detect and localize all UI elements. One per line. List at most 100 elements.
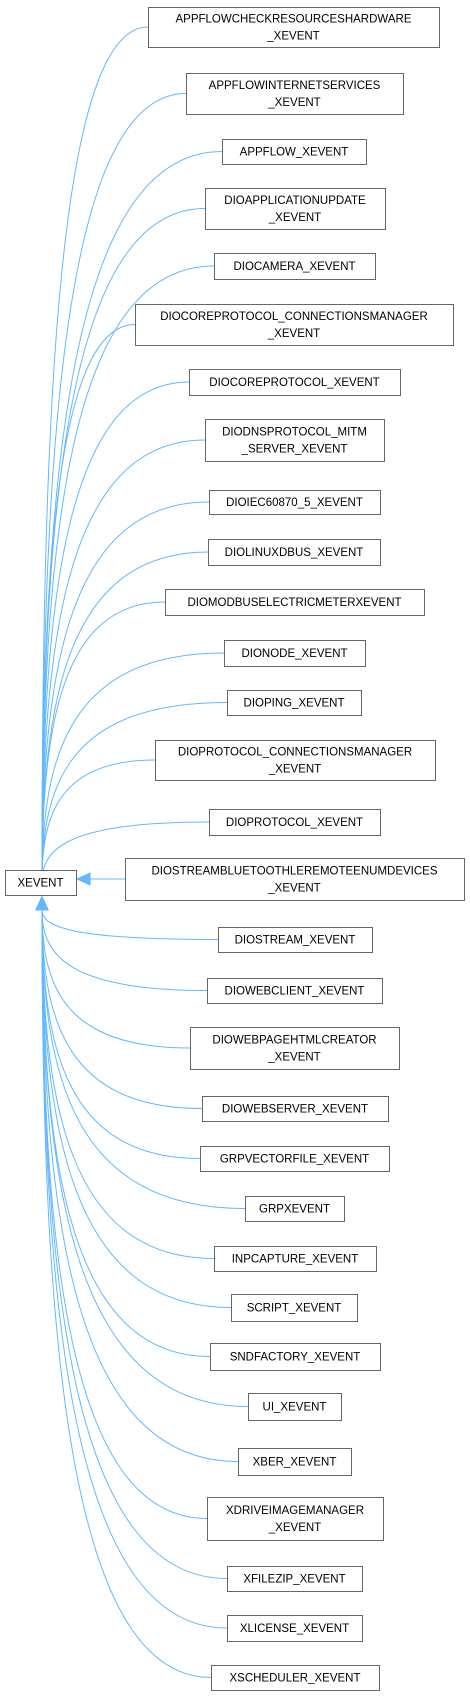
derived-class-label: UI_XEVENT (263, 1402, 327, 1414)
derived-class-label: XFILEZIP_XEVENT (243, 1574, 345, 1586)
derived-class-node[interactable]: DIOSTREAM_XEVENT (218, 927, 373, 953)
derived-class-label: DIOCOREPROTOCOL_CONNECTIONSMANAGER (160, 311, 428, 323)
derived-class-node[interactable]: APPFLOWINTERNETSERVICES _XEVENT (186, 73, 404, 115)
derived-class-node[interactable]: XBER_XEVENT (238, 1448, 352, 1476)
derived-class-node[interactable]: DIOLINUXDBUS_XEVENT (208, 539, 381, 566)
derived-class-node[interactable]: APPFLOWCHECKRESOURCESHARDWARE _XEVENT (148, 7, 440, 48)
derived-class-box (227, 1615, 363, 1642)
derived-class-node[interactable]: UI_XEVENT (248, 1393, 342, 1421)
derived-class-node[interactable]: DIONODE_XEVENT (224, 640, 366, 667)
derived-class-label: SCRIPT_XEVENT (247, 1303, 342, 1315)
derived-class-node[interactable]: DIOAPPLICATIONUPDATE _XEVENT (205, 188, 386, 230)
inheritance-edge (35, 26, 149, 897)
derived-class-box (248, 1393, 342, 1421)
derived-class-label: XBER_XEVENT (253, 1457, 337, 1469)
derived-class-node[interactable]: DIOWEBPAGEHTMLCREATOR_XEVENT (190, 1027, 400, 1070)
derived-class-label: GRPXEVENT (259, 1204, 330, 1216)
derived-class-label: SNDFACTORY_XEVENT (230, 1352, 361, 1364)
derived-class-node[interactable]: DIOCOREPROTOCOL_CONNECTIONSMANAGER _XEVEN… (135, 304, 454, 346)
derived-class-node[interactable]: XDRIVEIMAGEMANAGER _XEVENT (207, 1497, 384, 1541)
derived-class-label: DIOMODBUSELECTRICMETERXEVENT (187, 597, 401, 609)
derived-class-label: APPFLOWCHECKRESOURCESHARDWARE (176, 14, 412, 26)
derived-class-box (209, 809, 381, 836)
derived-class-box (214, 1246, 377, 1272)
inheritance-edge (35, 265, 215, 897)
derived-class-box (165, 589, 425, 616)
derived-class-label: _XEVENT (268, 212, 321, 224)
derived-class-box (227, 690, 362, 716)
derived-class-box (205, 188, 386, 230)
derived-class-node[interactable]: DIOPROTOCOL_CONNECTIONSMANAGER_XEVENT (155, 740, 436, 781)
derived-class-label: DIOCOREPROTOCOL_XEVENT (209, 377, 379, 389)
derived-class-label: DIOCAMERA_XEVENT (233, 261, 355, 273)
derived-class-node[interactable]: DIOCOREPROTOCOL_XEVENT (189, 369, 401, 396)
derived-class-box (222, 139, 367, 165)
derived-class-node[interactable]: DIOMODBUSELECTRICMETERXEVENT (165, 589, 425, 616)
derived-class-node[interactable]: DIOIEC60870_5_XEVENT (209, 490, 381, 515)
derived-class-node[interactable]: INPCAPTURE_XEVENT (214, 1246, 377, 1272)
inheritance-edge (35, 895, 215, 1259)
derived-class-node[interactable]: DIOPROTOCOL_XEVENT (209, 809, 381, 836)
base-class-label: XEVENT (17, 878, 63, 890)
derived-class-box (207, 1497, 384, 1541)
inheritance-edge (75, 872, 125, 886)
inheritance-arrowhead (35, 895, 49, 911)
base-class-node[interactable]: XEVENT (5, 870, 77, 896)
derived-class-label: DIOWEBPAGEHTMLCREATOR (212, 1035, 376, 1047)
derived-class-label: _XEVENT (267, 328, 320, 340)
derived-class-box (214, 253, 376, 280)
derived-class-node[interactable]: XLICENSE_XEVENT (227, 1615, 363, 1642)
inheritance-edge (35, 381, 190, 897)
inheritance-edge (35, 895, 228, 1579)
inheritance-edge (35, 895, 191, 1049)
class-nodes: XEVENT APPFLOWCHECKRESOURCESHARDWARE _XEV… (5, 7, 465, 1691)
derived-class-box (211, 1665, 380, 1691)
derived-class-box (209, 490, 381, 515)
derived-class-box (224, 640, 366, 667)
derived-class-node[interactable]: DIOPING_XEVENT (227, 690, 362, 716)
derived-class-label: XDRIVEIMAGEMANAGER (226, 1505, 364, 1517)
derived-class-box (135, 304, 454, 346)
derived-class-label: DIODNSPROTOCOL_MITM (222, 427, 367, 439)
derived-class-label: XSCHEDULER_XEVENT (229, 1673, 360, 1685)
derived-class-box (231, 1294, 358, 1322)
derived-class-node[interactable]: DIOSTREAMBLUETOOTHLEREMOTEENUMDEVICES_XE… (125, 858, 465, 901)
derived-class-box (148, 7, 440, 48)
derived-class-label: DIOPROTOCOL_XEVENT (226, 817, 363, 829)
derived-class-node[interactable]: SCRIPT_XEVENT (231, 1294, 358, 1322)
derived-class-node[interactable]: XFILEZIP_XEVENT (227, 1566, 363, 1592)
inheritance-edge (35, 895, 212, 1678)
derived-class-label: _XEVENT (266, 31, 319, 43)
derived-class-label: _XEVENT (267, 97, 320, 109)
derived-class-box (218, 927, 373, 953)
derived-class-box (205, 419, 385, 462)
derived-class-node[interactable]: DIOWEBCLIENT_XEVENT (207, 978, 383, 1004)
derived-class-label: DIOPROTOCOL_CONNECTIONSMANAGER (178, 747, 412, 759)
derived-class-label: DIOAPPLICATIONUPDATE (224, 195, 366, 207)
derived-class-node[interactable]: SNDFACTORY_XEVENT (210, 1343, 381, 1371)
derived-class-box (155, 740, 436, 781)
derived-class-box (189, 369, 401, 396)
derived-class-box (245, 1196, 345, 1222)
derived-class-node[interactable]: GRPXEVENT (245, 1196, 345, 1222)
inheritance-arrowhead (75, 872, 91, 886)
derived-class-label: DIONODE_XEVENT (241, 648, 347, 660)
derived-class-box (210, 1343, 381, 1371)
derived-class-box (186, 73, 404, 115)
derived-class-label: APPFLOWINTERNETSERVICES (209, 80, 381, 92)
derived-class-label: DIOIEC60870_5_XEVENT (226, 497, 363, 509)
derived-class-box (125, 858, 465, 901)
inheritance-edge (35, 895, 208, 991)
derived-class-box (207, 978, 383, 1004)
derived-class-node[interactable]: GRPVECTORFILE_XEVENT (200, 1146, 390, 1172)
derived-class-box (200, 1146, 390, 1172)
derived-class-node[interactable]: DIOCAMERA_XEVENT (214, 253, 376, 280)
derived-class-node[interactable]: DIOWEBSERVER_XEVENT (202, 1096, 389, 1122)
derived-class-label: _XEVENT (268, 1522, 321, 1534)
derived-class-node[interactable]: DIODNSPROTOCOL_MITM_SERVER_XEVENT (205, 419, 385, 462)
derived-class-node[interactable]: XSCHEDULER_XEVENT (211, 1665, 380, 1691)
derived-class-label: XLICENSE_XEVENT (240, 1623, 349, 1635)
derived-class-node[interactable]: APPFLOW_XEVENT (222, 139, 367, 165)
derived-class-box (208, 539, 381, 566)
